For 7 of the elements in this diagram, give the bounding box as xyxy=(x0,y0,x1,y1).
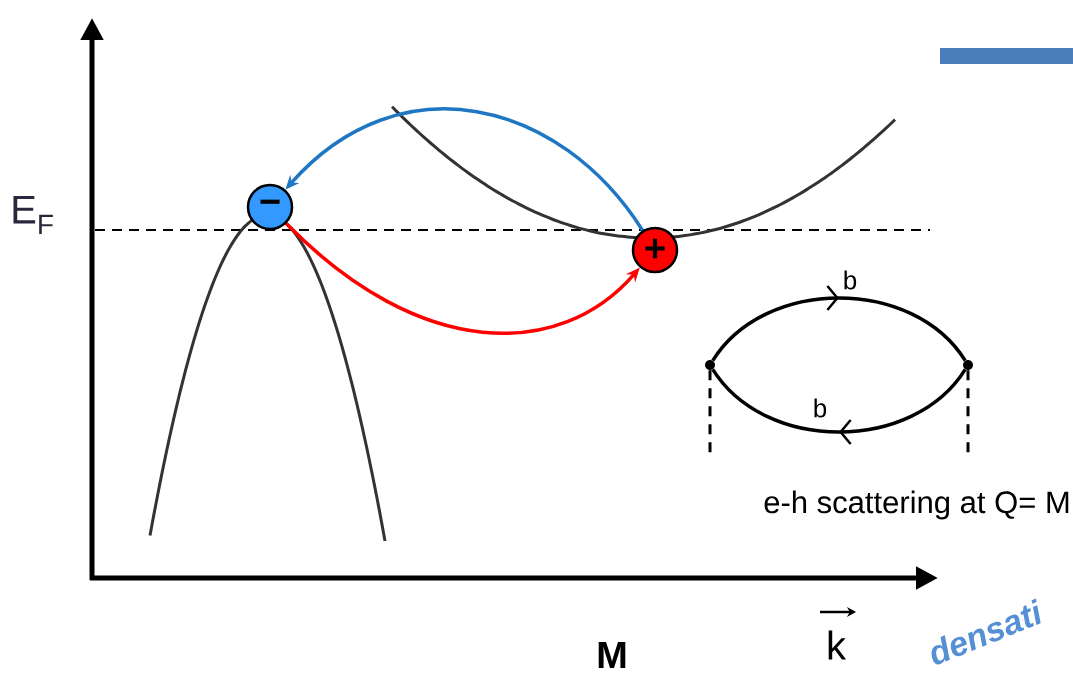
momentum-label: k xyxy=(820,606,856,660)
arrow xyxy=(285,222,640,335)
fermi-energy-label: E$_{F}$ xyxy=(13,195,53,235)
point-label: M xyxy=(598,641,626,669)
edge-label: b xyxy=(811,397,829,419)
caption-text: e-h scattering at Q= M xyxy=(764,490,1069,520)
edge-label: b xyxy=(841,269,859,291)
